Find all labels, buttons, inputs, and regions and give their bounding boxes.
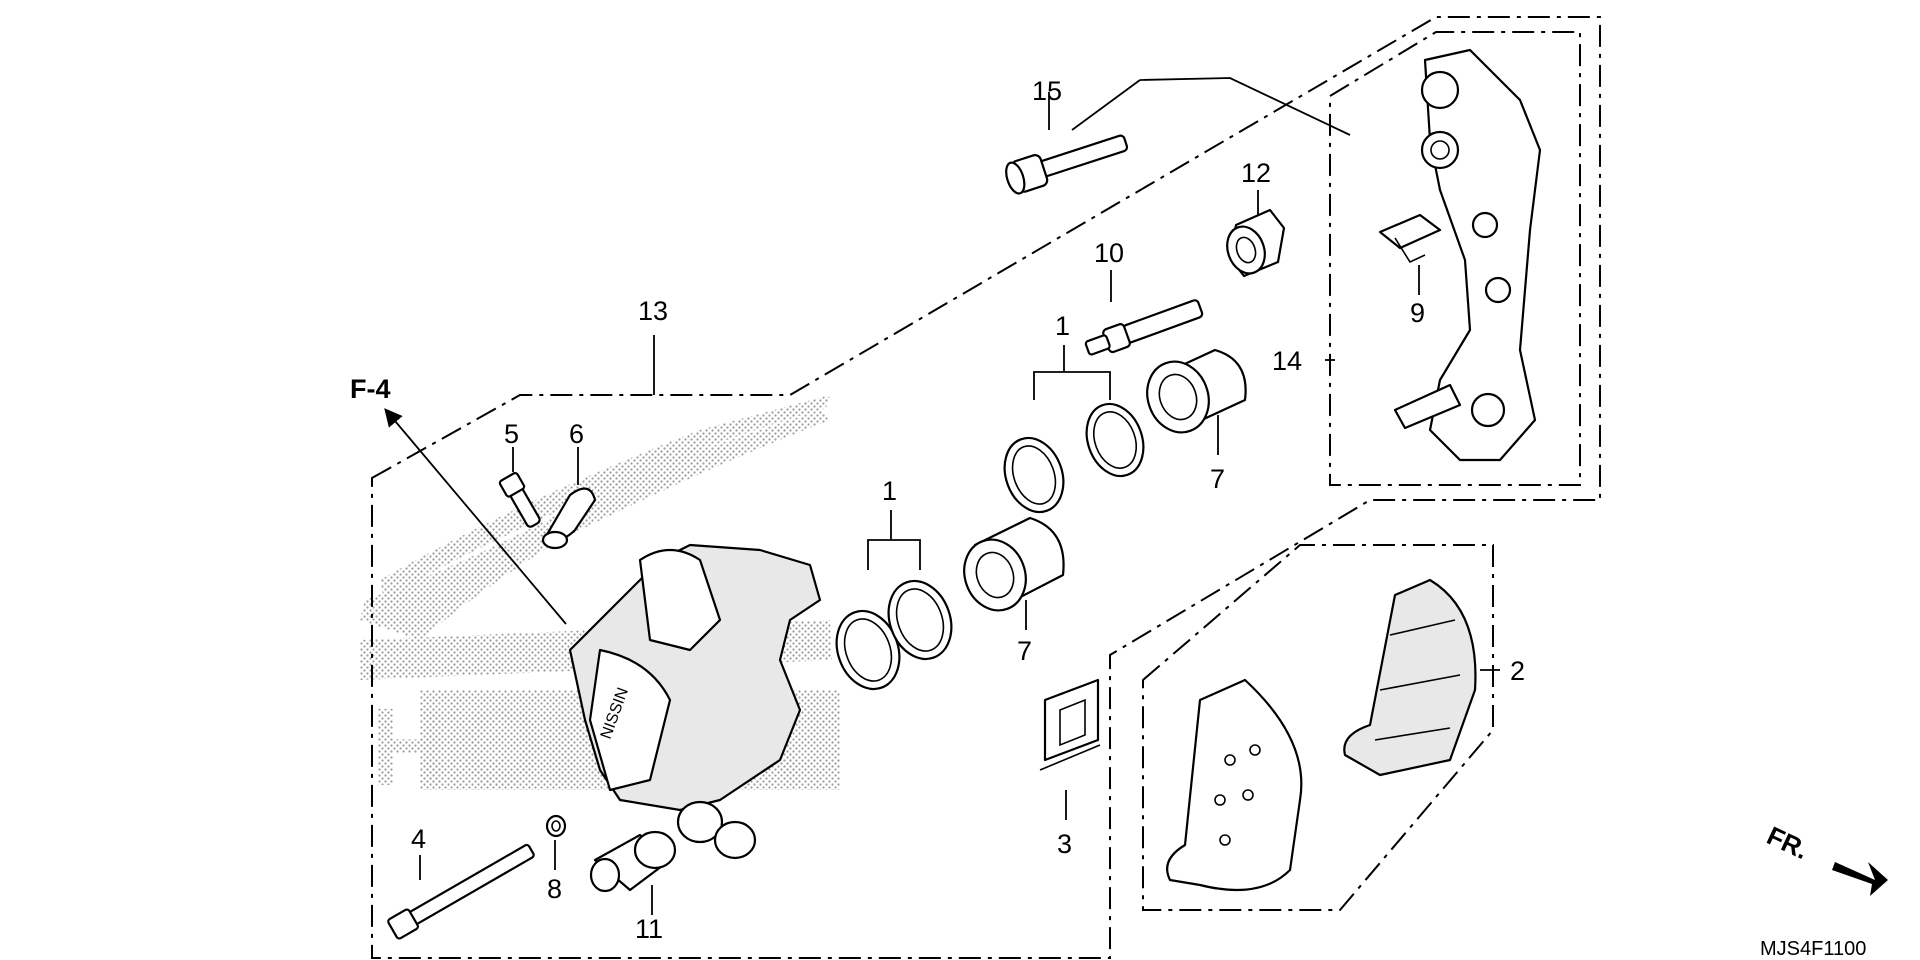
bleeder-cap-6: [541, 487, 597, 550]
callout-15: 15: [1032, 76, 1062, 106]
bleed-valve-5: [498, 472, 541, 528]
callout-8: 8: [547, 874, 562, 904]
callouts: 13 15 12 10 1 1 7 7 9 14 2 3 5 6 4 8 11 …: [350, 76, 1866, 960]
bolt-15: [1005, 134, 1129, 195]
plug-11: [589, 830, 677, 893]
caliper-body-13: NISSIN: [568, 543, 822, 860]
section-ref-label: F-4: [350, 374, 391, 404]
callout-9: 9: [1410, 298, 1425, 328]
assembly-boundaries: [371, 16, 1601, 959]
callout-1-lower: 1: [882, 476, 897, 506]
callout-2: 2: [1510, 656, 1525, 686]
callout-6: 6: [569, 419, 584, 449]
pin-10: [1084, 299, 1204, 356]
seal-set-upper: [1003, 402, 1145, 514]
callout-10: 10: [1094, 238, 1124, 268]
callout-7-lower: 7: [1017, 636, 1032, 666]
washer-8: [545, 814, 567, 838]
callout-7-upper: 7: [1210, 464, 1225, 494]
brake-pads-2: [1166, 578, 1477, 892]
callout-1-upper: 1: [1055, 311, 1070, 341]
front-arrow-icon: [1832, 862, 1888, 896]
caliper-bracket-14: [1393, 48, 1542, 462]
pad-spring-3: [1039, 678, 1101, 771]
callout-13: 13: [638, 296, 668, 326]
bracket-assembly-boundary: [1329, 31, 1581, 486]
seal-set-lower: [835, 579, 953, 691]
boot-12: [1226, 208, 1286, 278]
pad-clip-9: [1378, 213, 1442, 264]
callout-14: 14: [1272, 346, 1302, 376]
reference-code: MJS4F1100: [1760, 938, 1866, 960]
callout-11: 11: [635, 914, 663, 944]
leader-lines: [384, 77, 1500, 915]
callout-5: 5: [504, 419, 519, 449]
piston-lower-7: [963, 516, 1065, 612]
callout-12: 12: [1241, 158, 1271, 188]
piston-upper-7: [1146, 348, 1247, 434]
callout-3: 3: [1057, 829, 1072, 859]
pad-set-boundary: [1142, 544, 1494, 911]
front-label: FR.: [1762, 820, 1813, 865]
caliper-assembly-boundary: [371, 16, 1601, 959]
pad-pin-4: [387, 843, 535, 940]
front-direction-indicator: FR.: [1762, 820, 1888, 896]
callout-4: 4: [411, 824, 426, 854]
